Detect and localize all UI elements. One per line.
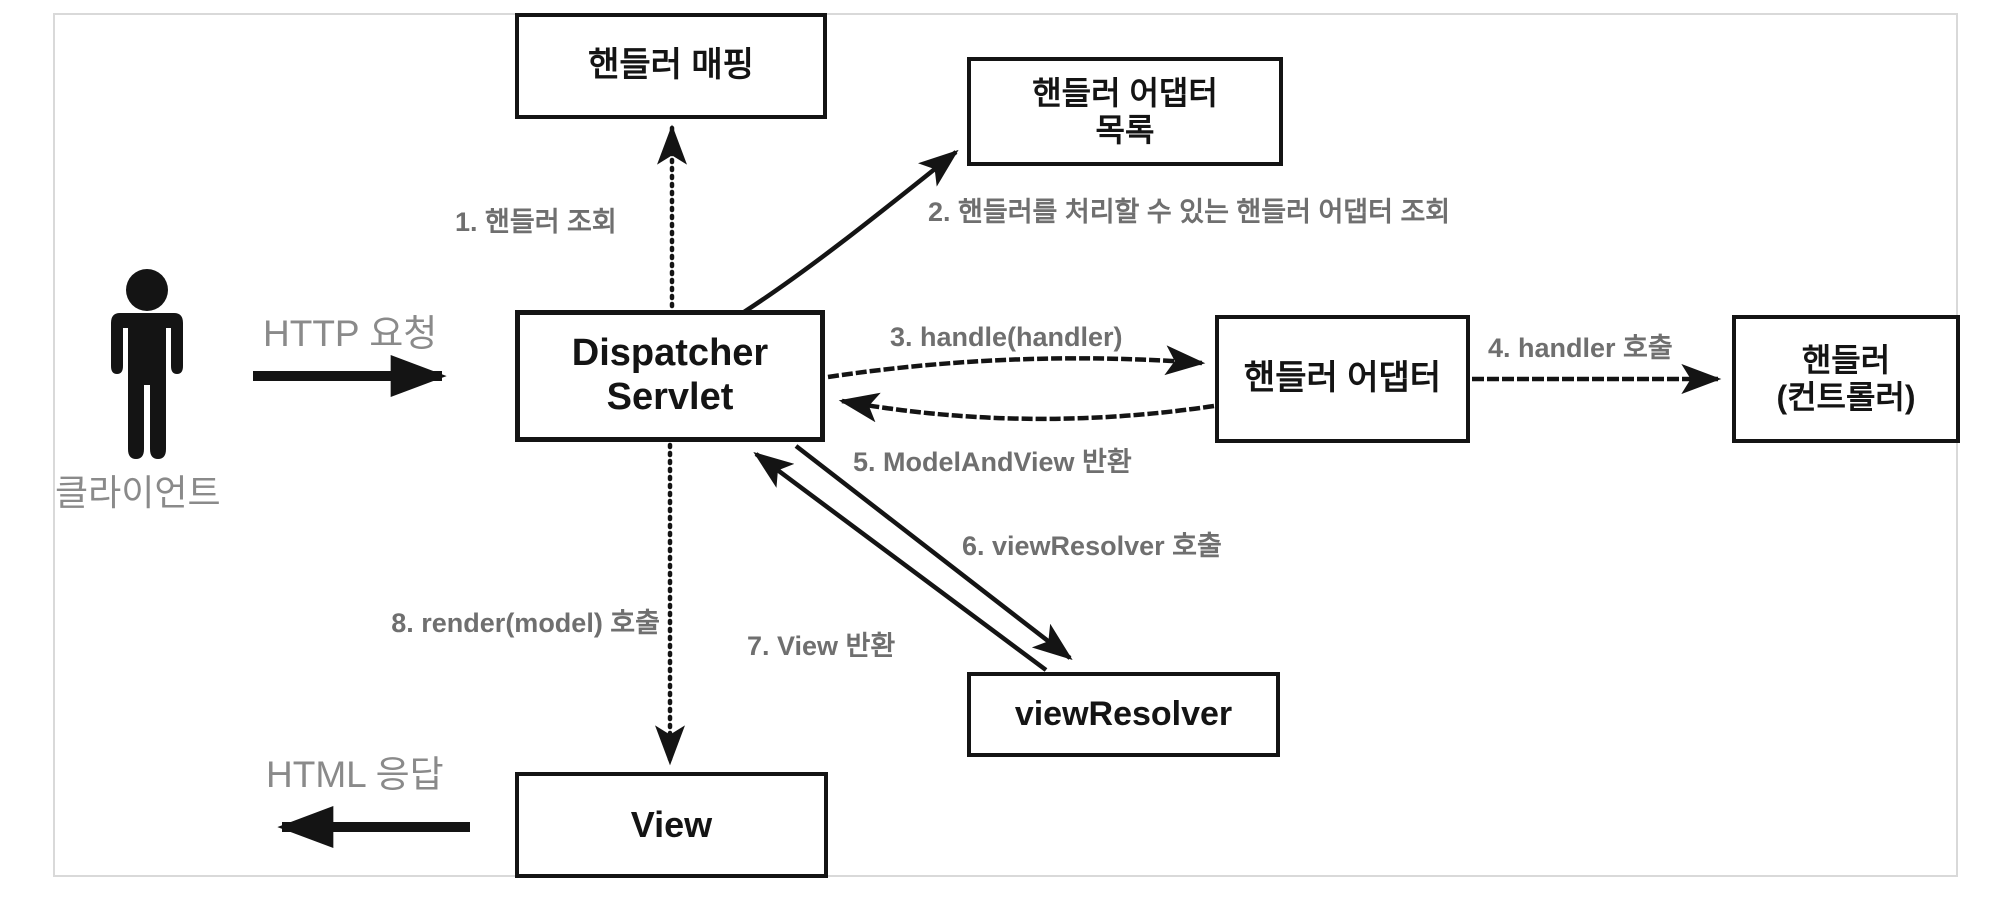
client-person-icon xyxy=(111,269,183,459)
arrow-step2-adapter-query xyxy=(742,149,959,314)
arrow-step5-modelandview-return xyxy=(838,392,1215,423)
handler-adapter-list-label-line1: 핸들러 어댑터 xyxy=(1032,74,1218,111)
arrow-step3-handle xyxy=(827,345,1206,380)
handler-adapter-box: 핸들러 어댑터 xyxy=(1215,315,1470,443)
handler-controller-label-line1: 핸들러 xyxy=(1801,342,1891,379)
step2-label: 2. 핸들러를 처리할 수 있는 핸들러 어댑터 조회 xyxy=(928,197,1451,227)
dispatcher-servlet-label-line1: Dispatcher xyxy=(571,332,769,375)
step3-label: 3. handle(handler) xyxy=(890,322,1123,352)
step8-label: 8. render(model) 호출 xyxy=(391,608,660,638)
view-label: View xyxy=(630,804,713,846)
handler-adapter-list-label-line2: 목록 xyxy=(1095,111,1155,148)
client-label: 클라이언트 xyxy=(55,472,221,513)
handler-adapter-label: 핸들러 어댑터 xyxy=(1243,359,1442,398)
arrow-step6-viewresolver-call xyxy=(794,444,1073,661)
arrow-step7-view-return xyxy=(753,452,1048,672)
step7-label: 7. View 반환 xyxy=(747,631,896,661)
step5-label: 5. ModelAndView 반환 xyxy=(853,447,1132,477)
step1-label: 1. 핸들러 조회 xyxy=(455,207,617,237)
view-resolver-label: viewResolver xyxy=(1014,694,1233,733)
step6-label: 6. viewResolver 호출 xyxy=(962,531,1222,561)
html-response-label: HTML 응답 xyxy=(266,754,444,795)
view-resolver-box: viewResolver xyxy=(967,672,1280,757)
handler-mapping-box: 핸들러 매핑 xyxy=(515,13,827,119)
view-box: View xyxy=(515,772,828,878)
http-request-label: HTTP 요청 xyxy=(263,313,438,354)
handler-controller-label-line2: (컨트롤러) xyxy=(1776,379,1916,415)
step4-label: 4. handler 호출 xyxy=(1488,333,1673,363)
handler-adapter-list-box: 핸들러 어댑터 목록 xyxy=(967,57,1283,166)
dispatcher-servlet-box: Dispatcher Servlet xyxy=(515,310,825,442)
handler-mapping-label: 핸들러 매핑 xyxy=(588,46,754,85)
dispatcher-servlet-label-line2: Servlet xyxy=(606,376,734,418)
handler-controller-box: 핸들러 (컨트롤러) xyxy=(1732,315,1960,443)
